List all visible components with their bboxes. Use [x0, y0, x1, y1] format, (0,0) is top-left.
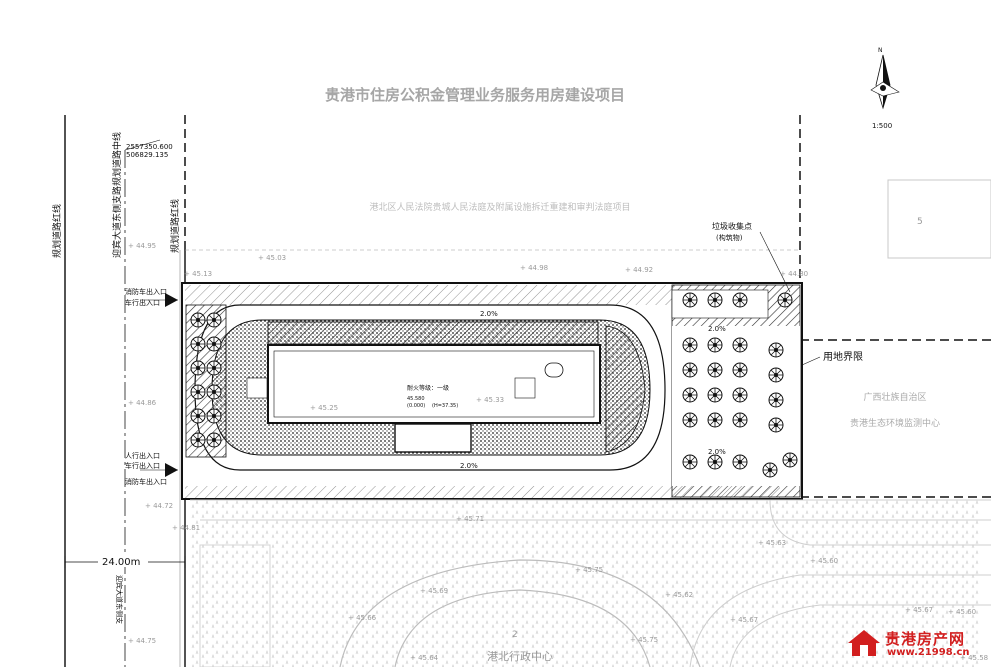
road-width-label: 24.00m [102, 557, 140, 568]
north-arrow-icon [870, 54, 900, 110]
road-red-line-left-label: 规划道路红线 [51, 204, 63, 258]
spot-elevation: + 45.03 [258, 254, 286, 262]
entrance-vehicle-north: 车行出入口 [125, 298, 160, 307]
road-red-line-right-label: 规划道路红线 [169, 199, 181, 253]
spot-elevation: + 44.80 [780, 270, 808, 278]
spot-elevation: + 45.62 [665, 591, 693, 599]
spot-elevation: + 44.81 [172, 524, 200, 532]
south-lot-number: 2 [512, 630, 518, 640]
slope-north: 2.0% [480, 310, 498, 318]
spot-elevation: + 45.75 [630, 636, 658, 644]
south-org-label: 港北行政中心 [487, 649, 553, 663]
spot-elevation: + 44.98 [520, 264, 548, 272]
spot-elevation: + 45.71 [456, 515, 484, 523]
spot-elevation: + 45.13 [184, 270, 212, 278]
slope-east: 2.0% [708, 448, 726, 456]
entrance-arrows [140, 293, 178, 477]
north-marker: N [878, 47, 883, 54]
entrance-fire-south: 消防车出入口 [125, 477, 167, 486]
spot-elevation: + 45.67 [730, 616, 758, 624]
east-org-line2: 贵港生态环境监测中心 [850, 417, 940, 429]
spot-elevation: + 45.58 [960, 654, 988, 662]
adjacent-north-project: 港北区人民法院贵城人民法庭及附属设施拆迁重建和审判法庭项目 [369, 201, 630, 213]
spot-elevation: + 44.95 [128, 242, 156, 250]
building-fire-grade: 耐火等级：一级 [407, 384, 449, 392]
scale-label: 1:500 [872, 122, 892, 130]
house-logo-icon [848, 630, 880, 656]
slope-south: 2.0% [460, 462, 478, 470]
spot-elevation: + 45.64 [410, 654, 439, 662]
spot-elevation: + 45.67 [905, 606, 933, 614]
coord-x-label: 2557350.600 [126, 143, 173, 151]
entrance-pedestrian: 人行出入口 [125, 451, 160, 460]
spot-elevation: + 45.60 [810, 557, 838, 565]
building-elev-note: (H=37.35) [432, 403, 458, 409]
entrance-vehicle-south: 车行出入口 [125, 461, 160, 470]
building-elev-2: (0.000) [407, 403, 425, 409]
trash-point-sub-label: (构筑物) [716, 233, 743, 242]
east-org-line1: 广西壮族自治区 [863, 391, 926, 403]
lot-number-5: 5 [917, 217, 923, 227]
plan-title: 贵港市住房公积金管理业务服务用房建设项目 [325, 86, 625, 104]
spot-elevation: + 45.66 [348, 614, 377, 622]
building-elev-1: 45.580 [407, 396, 425, 402]
spot-elevation: + 45.63 [758, 539, 786, 547]
road-centerline-label: 迎宾大道东侧支路规划道路中线 [111, 132, 123, 258]
brand-url: www.21998.cn [887, 647, 970, 658]
coord-y-label: 506829.135 [126, 151, 168, 159]
spot-elevation: + 44.72 [145, 502, 173, 510]
spot-elevation: + 45.60 [948, 608, 976, 616]
brand-name: 贵港房产网 [885, 630, 966, 648]
road-vertical-text: 迎宾大道东侧支 [115, 575, 124, 624]
brand-logo: 贵港房产网 www.21998.cn [845, 627, 985, 661]
spot-elevation: + 44.75 [128, 637, 156, 645]
entrance-fire-north: 消防车出入口 [125, 287, 167, 296]
spot-elevation: + 45.25 [310, 404, 338, 412]
spot-elevation: + 45.69 [420, 587, 448, 595]
spot-elevation: + 44.92 [625, 266, 653, 274]
boundary-label: 用地界限 [823, 350, 863, 363]
spot-elevation: + 44.86 [128, 399, 157, 407]
slope-parking: 2.0% [708, 325, 726, 333]
spot-elevation: + 45.75 [575, 566, 603, 574]
trash-point-label: 垃圾收集点 [712, 221, 752, 231]
spot-elevation: + 45.33 [476, 396, 504, 404]
